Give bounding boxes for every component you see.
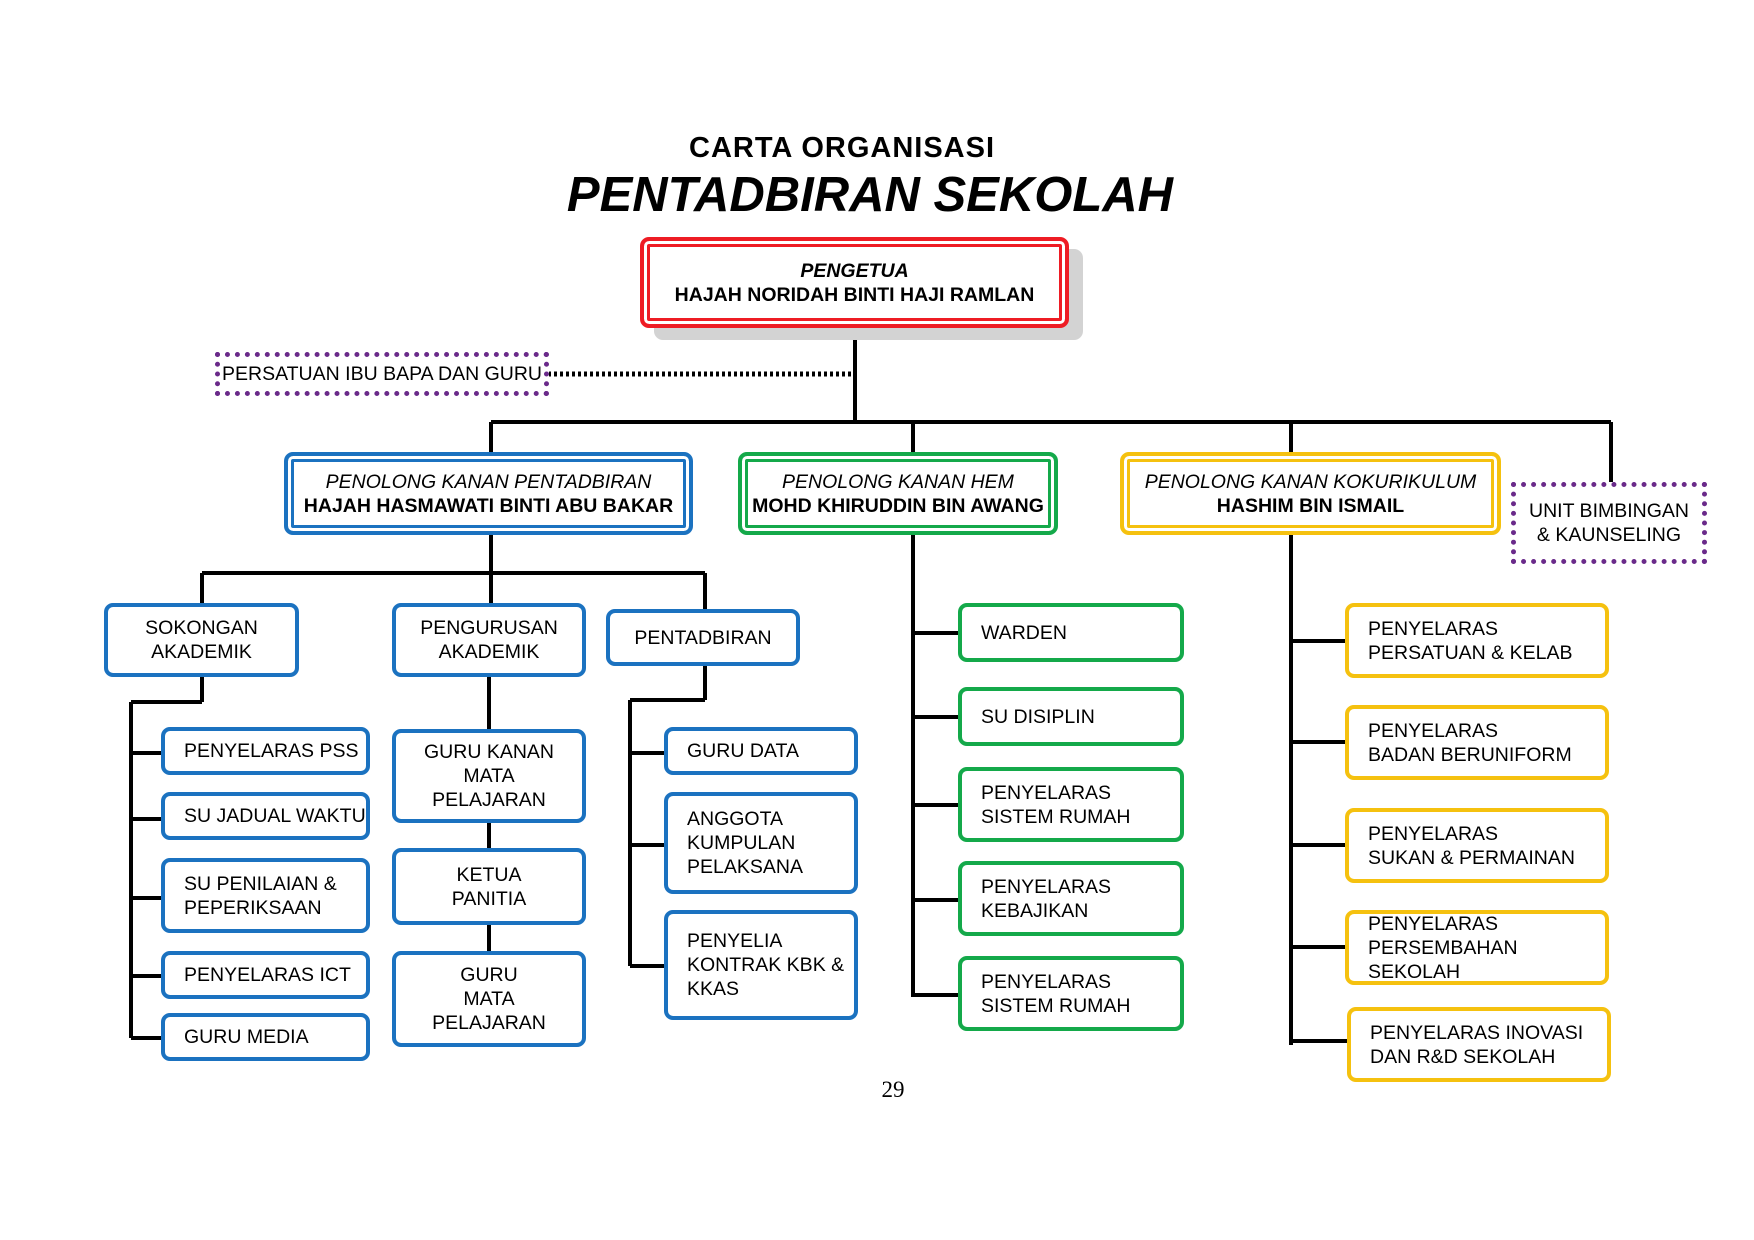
- item-line: KEBAJIKAN: [981, 899, 1089, 922]
- deputy-koku-name: HASHIM BIN ISMAIL: [1216, 494, 1405, 517]
- pentadbiran-label: PENTADBIRAN: [634, 626, 772, 649]
- principal-box: PENGETUA HAJAH NORIDAH BINTI HAJI RAMLAN: [640, 237, 1069, 328]
- koku-item: PENYELARAS INOVASI DAN R&D SEKOLAH: [1347, 1007, 1611, 1082]
- koku-item: PENYELARAS PERSEMBAHAN SEKOLAH: [1345, 910, 1609, 985]
- counseling-unit-box: UNIT BIMBINGAN & KAUNSELING: [1511, 482, 1707, 564]
- pengurusan-line2: AKADEMIK: [438, 641, 540, 663]
- hem-item: WARDEN: [958, 603, 1184, 662]
- deputy-admin-role: PENOLONG KANAN PENTADBIRAN: [325, 470, 652, 493]
- item-line: MATA: [463, 765, 515, 787]
- sokongan-item: PENYELARAS ICT: [161, 951, 370, 999]
- principal-role: PENGETUA: [800, 259, 909, 282]
- item-line: PENYELARAS PSS: [184, 740, 359, 762]
- item-line: GURU MEDIA: [184, 1026, 309, 1048]
- chart-subtitle: PENTADBIRAN SEKOLAH: [566, 168, 1174, 222]
- koku-item: PENYELARAS PERSATUAN & KELAB: [1345, 603, 1609, 678]
- deputy-admin-box: PENOLONG KANAN PENTADBIRAN HAJAH HASMAWA…: [284, 452, 693, 535]
- counseling-line2: & KAUNSELING: [1536, 524, 1682, 546]
- counseling-line1: UNIT BIMBINGAN: [1529, 500, 1689, 522]
- item-line: PENYELARAS: [1368, 617, 1499, 640]
- item-line: DAN R&D SEKOLAH: [1370, 1045, 1556, 1068]
- deputy-admin-name: HAJAH HASMAWATI BINTI ABU BAKAR: [303, 494, 674, 517]
- item-line: PENYELARAS: [1368, 719, 1499, 742]
- item-line: KETUA: [456, 863, 522, 886]
- item-line: PENYELARAS: [981, 875, 1112, 898]
- principal-name: HAJAH NORIDAH BINTI HAJI RAMLAN: [674, 283, 1035, 306]
- pentadbiran-box: PENTADBIRAN: [606, 609, 800, 666]
- item-line: PENYELARAS ICT: [184, 964, 351, 986]
- item-line: SU JADUAL WAKTU: [184, 805, 366, 827]
- hem-item: SU DISIPLIN: [958, 687, 1184, 746]
- pentadbiran-item: GURU DATA: [664, 727, 858, 775]
- pta-label: PERSATUAN IBU BAPA DAN GURU: [221, 363, 542, 385]
- deputy-koku-role: PENOLONG KANAN KOKURIKULUM: [1144, 470, 1477, 493]
- deputy-hem-role: PENOLONG KANAN HEM: [782, 470, 1014, 493]
- deputy-hem-name: MOHD KHIRUDDIN BIN AWANG: [752, 494, 1044, 517]
- pentadbiran-item: ANGGOTA KUMPULAN PELAKSANA: [664, 792, 858, 894]
- item-line: PENYELIA: [687, 930, 783, 952]
- item-line: PELAJARAN: [432, 1012, 546, 1034]
- item-line: ANGGOTA: [687, 808, 784, 830]
- sokongan-akademik-box: SOKONGAN AKADEMIK: [104, 603, 299, 677]
- pta-box: PERSATUAN IBU BAPA DAN GURU: [215, 352, 549, 396]
- pengurusan-item: GURU MATA PELAJARAN: [392, 951, 586, 1047]
- item-line: PERSEMBAHAN SEKOLAH: [1368, 936, 1518, 983]
- sokongan-item: SU PENILAIAN & PEPERIKSAAN: [161, 858, 370, 933]
- sokongan-item: PENYELARAS PSS: [161, 727, 370, 775]
- pentadbiran-item: PENYELIA KONTRAK KBK & KKAS: [664, 910, 858, 1020]
- item-line: SISTEM RUMAH: [981, 994, 1131, 1017]
- item-line: SISTEM RUMAH: [981, 805, 1131, 828]
- pengurusan-item: GURU KANAN MATA PELAJARAN: [392, 729, 586, 823]
- item-line: KUMPULAN: [687, 832, 796, 854]
- item-line: PENYELARAS: [981, 970, 1112, 993]
- pengurusan-akademik-box: PENGURUSAN AKADEMIK: [392, 603, 586, 677]
- pengurusan-item: KETUA PANITIA: [392, 848, 586, 925]
- item-line: PENYELARAS: [1368, 912, 1499, 935]
- item-line: PELAJARAN: [432, 789, 546, 811]
- pengurusan-line1: PENGURUSAN: [420, 617, 558, 639]
- item-line: MATA: [463, 988, 515, 1010]
- koku-item: PENYELARAS SUKAN & PERMAINAN: [1345, 808, 1609, 883]
- item-line: PENYELARAS INOVASI: [1370, 1021, 1584, 1044]
- item-line: GURU KANAN: [423, 741, 555, 763]
- item-line: PENYELARAS: [1368, 822, 1499, 845]
- sokongan-item: SU JADUAL WAKTU: [161, 792, 370, 840]
- hem-item: PENYELARAS SISTEM RUMAH: [958, 956, 1184, 1031]
- item-line: PENYELARAS: [981, 781, 1112, 804]
- sokongan-item: GURU MEDIA: [161, 1013, 370, 1061]
- koku-item: PENYELARAS BADAN BERUNIFORM: [1345, 705, 1609, 780]
- item-line: PANITIA: [451, 887, 527, 910]
- item-line: KONTRAK KBK &: [687, 954, 845, 976]
- item-line: GURU: [460, 964, 518, 986]
- chart-title: CARTA ORGANISASI: [689, 132, 995, 164]
- item-line: GURU DATA: [687, 740, 799, 762]
- item-line: SUKAN & PERMAINAN: [1368, 846, 1575, 869]
- page-number: 29: [881, 1077, 905, 1102]
- item-line: PERSATUAN & KELAB: [1368, 641, 1573, 664]
- item-line: KKAS: [687, 978, 740, 1000]
- deputy-koku-box: PENOLONG KANAN KOKURIKULUM HASHIM BIN IS…: [1120, 452, 1501, 535]
- item-line: PELAKSANA: [687, 856, 803, 878]
- item-line: WARDEN: [981, 621, 1067, 644]
- item-line: SU PENILAIAN &: [184, 872, 337, 895]
- sokongan-line1: SOKONGAN: [145, 617, 258, 639]
- item-line: PEPERIKSAAN: [184, 896, 322, 919]
- item-line: BADAN BERUNIFORM: [1368, 743, 1572, 766]
- hem-item: PENYELARAS KEBAJIKAN: [958, 861, 1184, 936]
- hem-item: PENYELARAS SISTEM RUMAH: [958, 767, 1184, 842]
- deputy-hem-box: PENOLONG KANAN HEM MOHD KHIRUDDIN BIN AW…: [738, 452, 1058, 535]
- sokongan-line2: AKADEMIK: [151, 641, 252, 663]
- item-line: SU DISIPLIN: [981, 705, 1095, 728]
